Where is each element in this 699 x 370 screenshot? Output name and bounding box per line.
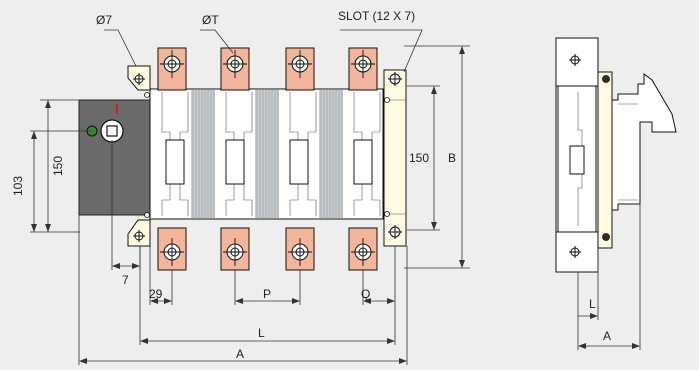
pole-2 [225,92,253,216]
dimension-lines [30,29,470,365]
label-dim-103: 103 [11,176,25,196]
dimension-arrows [31,46,465,364]
side-view: L A [555,37,677,350]
pole-3 [289,92,317,216]
label-hole-small: Ø7 [96,13,112,27]
label-hole-terminal: ØT [202,13,219,27]
front-view: Ø7 ØT SLOT (12 X 7) B 150 150 103 7 29 P… [11,9,470,365]
side-handle [611,73,677,211]
bottom-terminals [157,227,378,271]
body-screws [144,92,390,218]
right-mounting-bracket [383,69,407,247]
terminal-crosshairs [160,50,375,266]
top-terminals [157,47,378,91]
label-side-A: A [603,329,611,343]
label-dim-29: 29 [149,287,163,301]
pole-1 [161,92,189,216]
label-dim-P: P [263,287,271,301]
label-dim-150-right: 150 [409,151,429,165]
pole-4 [353,92,381,216]
mounting-bolt-icon [133,72,402,242]
label-slot: SLOT (12 X 7) [338,9,415,23]
side-contact-window [569,145,585,175]
side-bracket [597,71,613,249]
cooling-fins [191,90,343,218]
handle-box [78,99,153,216]
side-dimension-lines [577,204,641,350]
label-dim-7: 7 [122,273,129,287]
label-dim-150-left: 150 [51,156,65,176]
label-dim-B: B [448,151,456,165]
label-dim-Q: Q [361,287,370,301]
label-dim-A: A [236,347,244,361]
label-side-L: L [589,297,596,311]
label-dim-L: L [258,326,265,340]
handle-square [106,125,118,137]
side-bolt-icon [569,54,581,258]
